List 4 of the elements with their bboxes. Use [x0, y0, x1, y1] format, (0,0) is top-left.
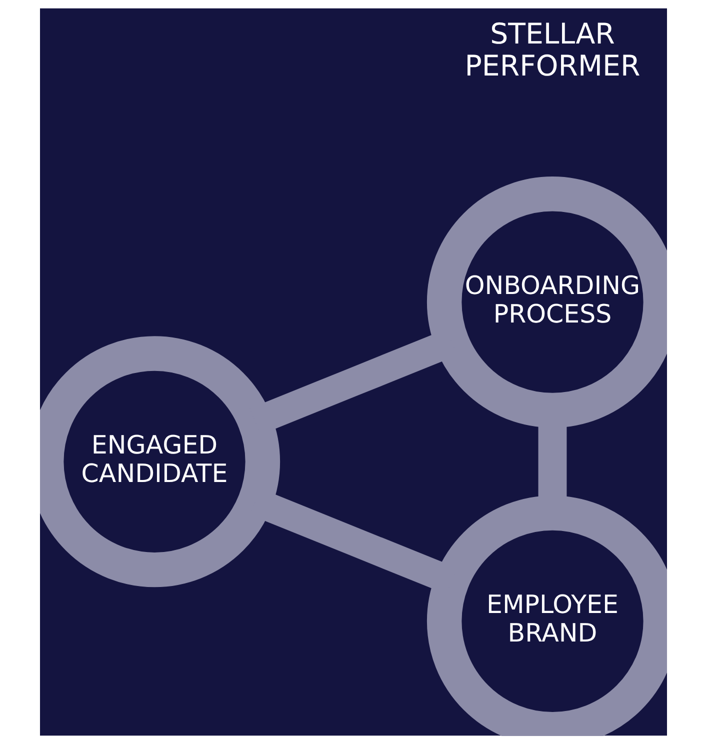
node-circle: ENGAGED CANDIDATE — [40, 336, 280, 588]
label: STELLAR PERFORMER — [464, 18, 640, 82]
node-circle: ONBOARDING PROCESS — [426, 176, 666, 428]
node-circle: EMPLOYEE BRAND — [426, 496, 666, 736]
